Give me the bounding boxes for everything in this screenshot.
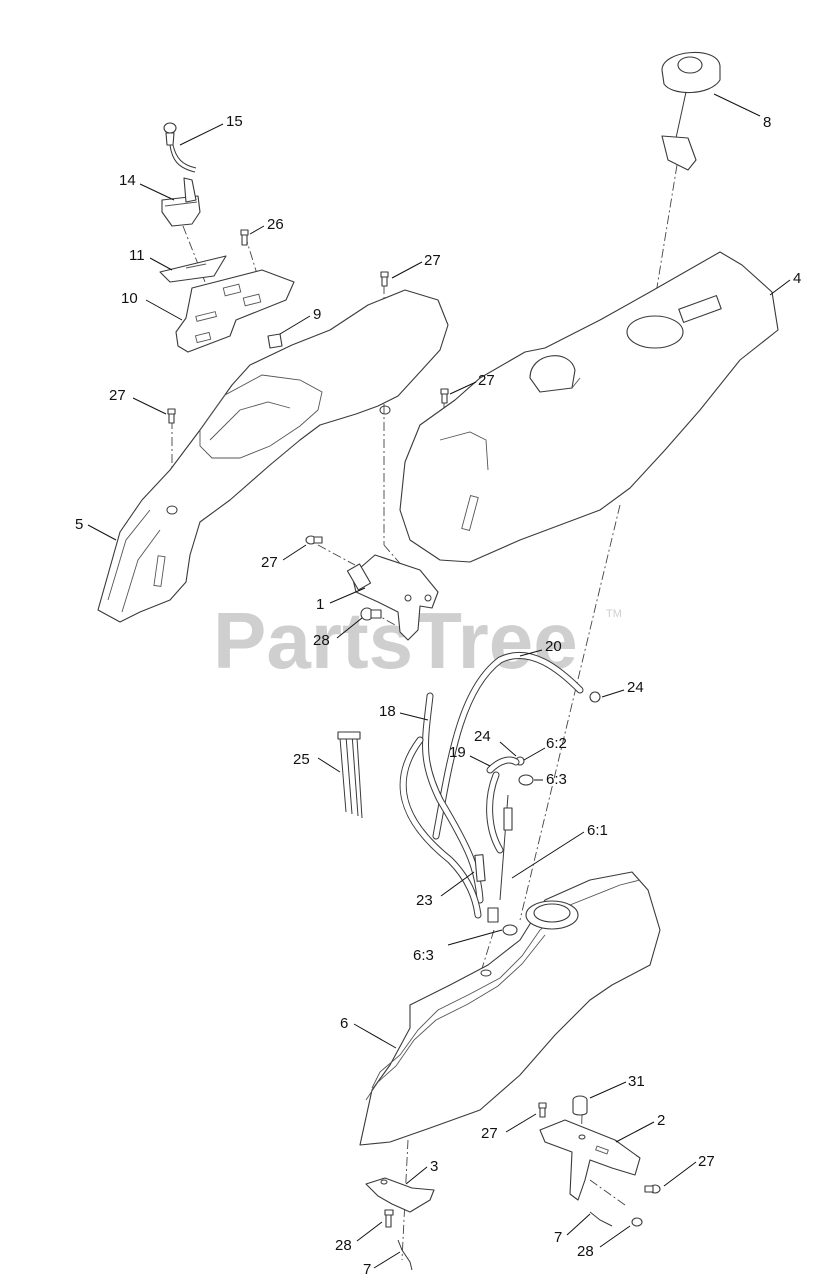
callout-3: 3: [430, 1158, 438, 1175]
callout-6-3: 6:3: [546, 771, 567, 788]
callout-19: 19: [449, 744, 466, 761]
callout-27: 27: [481, 1125, 498, 1142]
callout-26: 26: [267, 216, 284, 233]
callout-27: 27: [698, 1153, 715, 1170]
part-10-mounting-plate: [175, 269, 295, 353]
callout-8: 8: [763, 114, 771, 131]
part-3-bracket: [365, 1177, 435, 1213]
callout-6-1: 6:1: [587, 822, 608, 839]
part-23-filter: [474, 854, 499, 923]
part-15-dipstick: [163, 122, 197, 173]
callout-18: 18: [379, 703, 396, 720]
callout-4: 4: [793, 270, 801, 287]
callout-1: 1: [316, 596, 324, 613]
part-9-clip: [267, 333, 283, 349]
callout-24: 24: [474, 728, 491, 745]
part-8-fuel-cap: [661, 52, 721, 171]
callout-23: 23: [416, 892, 433, 909]
callout-2: 2: [657, 1112, 665, 1129]
callout-labels: 15 8 14 26 11 27 4 10 9 27 27 5 27 1 28 …: [75, 113, 801, 1278]
callout-9: 9: [313, 306, 321, 323]
part-19-hose: [486, 756, 520, 854]
part-6-fuel-tank: [359, 871, 661, 1146]
callout-6: 6: [340, 1015, 348, 1032]
part-5-console: [97, 289, 449, 623]
part-4-tank-cover: [399, 251, 779, 563]
callout-28: 28: [577, 1243, 594, 1260]
watermark-trademark: TM: [606, 608, 622, 620]
part-25-cable-ties: [337, 731, 363, 819]
part-27-screws: [167, 271, 661, 1194]
callout-7: 7: [363, 1261, 371, 1278]
callout-10: 10: [121, 290, 138, 307]
part-31-bumper: [572, 1095, 588, 1116]
part-2-bracket: [539, 1119, 641, 1201]
part-1-bracket: [346, 554, 439, 641]
part-20-hose: [432, 652, 584, 840]
part-18-fuel-hose: [399, 692, 484, 919]
callout-6-3: 6:3: [413, 947, 434, 964]
callout-11: 11: [129, 247, 145, 264]
part-28-bolt-upper: [360, 607, 382, 621]
callout-27: 27: [478, 372, 495, 389]
callout-15: 15: [226, 113, 243, 130]
callout-27: 27: [424, 252, 441, 269]
part-24-fittings: [515, 691, 601, 766]
part-6-1-pickup: [499, 794, 513, 901]
part-11-gasket: [159, 255, 227, 283]
callout-27: 27: [261, 554, 278, 571]
part-28-bolts-lower: [384, 1209, 643, 1228]
callout-25: 25: [293, 751, 310, 768]
callout-20: 20: [545, 638, 562, 655]
callout-27: 27: [109, 387, 126, 404]
callout-7: 7: [554, 1229, 562, 1246]
callout-28: 28: [313, 632, 330, 649]
callout-5: 5: [75, 516, 83, 533]
part-14-gauge-housing: [161, 177, 201, 227]
callout-31: 31: [628, 1073, 645, 1090]
callout-6-2: 6:2: [546, 735, 567, 752]
leader-lines: [87, 93, 791, 1269]
part-26-screw: [240, 229, 249, 246]
part-7-clips: [397, 1211, 613, 1271]
callout-28: 28: [335, 1237, 352, 1254]
callout-24: 24: [627, 679, 644, 696]
part-6-3-grommets: [502, 774, 534, 936]
callout-14: 14: [119, 172, 136, 189]
